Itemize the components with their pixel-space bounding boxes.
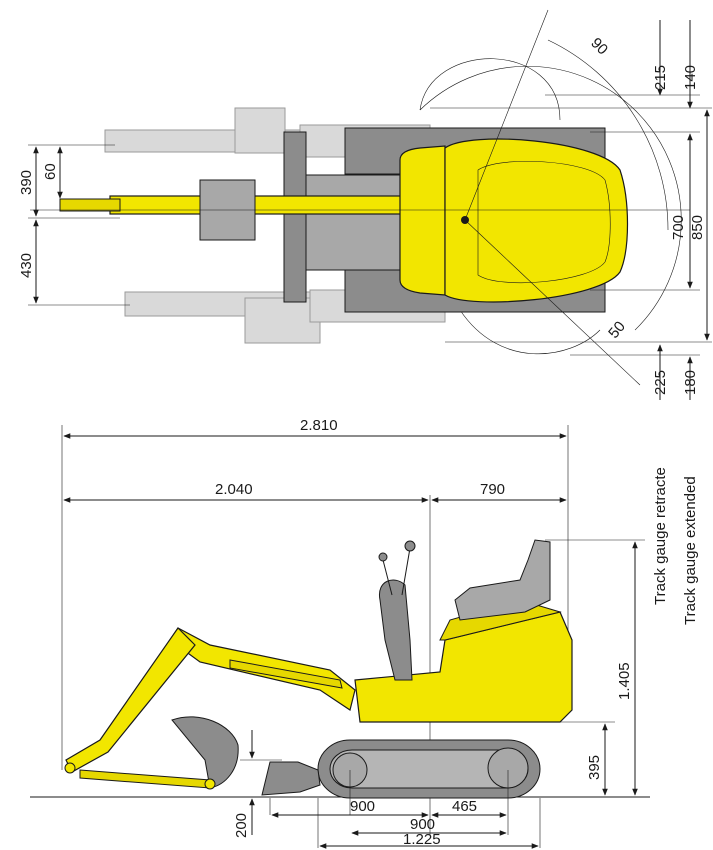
- dim-2810: 2.810: [300, 417, 338, 434]
- dim-850: 850: [689, 215, 706, 240]
- dim-215: 215: [652, 65, 669, 90]
- angle-label-50: 50: [605, 318, 629, 342]
- attachment-rod: [59, 198, 121, 212]
- bucket-side: [171, 716, 239, 789]
- dim-700: 700: [670, 215, 687, 240]
- dim-465: 465: [452, 798, 477, 815]
- dim-140: 140: [682, 65, 699, 90]
- dim-1405: 1.405: [616, 662, 633, 700]
- dim-430: 430: [18, 253, 35, 278]
- dim-200: 200: [233, 813, 250, 838]
- dim-790: 790: [480, 481, 505, 498]
- dim-60: 60: [42, 163, 59, 180]
- arm-top-view: [109, 195, 411, 215]
- right-dims-top: 215 140: [430, 20, 712, 109]
- arm-cylinder: [229, 659, 343, 689]
- swing-arc-inner: [419, 65, 682, 331]
- dim-225: 225: [652, 370, 669, 395]
- angle-label-90: 90: [587, 35, 611, 59]
- side-view: 2.810 2.040 790 1.405 395: [30, 417, 650, 849]
- dim-180: 180: [682, 370, 699, 395]
- dim-900-upper: 900: [350, 798, 375, 815]
- seat: [454, 539, 551, 621]
- right-dims-side: 700 850: [590, 109, 710, 341]
- angle-line-90: [464, 9, 549, 221]
- dim-395: 395: [586, 755, 603, 780]
- dim-2040: 2.040: [215, 481, 253, 498]
- dozer-blade-side: [261, 761, 321, 796]
- cab-swing-outline: [419, 58, 601, 355]
- arm-side: [65, 627, 196, 773]
- undercarriage-frame: [305, 174, 407, 271]
- dozer-blade: [283, 131, 307, 303]
- cab-top-view: [444, 138, 629, 303]
- top-view: 90 50 215 140 700 850 225 180: [18, 9, 712, 625]
- track-gauge-extended-label: Track gauge extended: [682, 476, 699, 625]
- dim-900-lower: 900: [410, 816, 435, 833]
- counterweight-body: [354, 611, 573, 723]
- control-tower: [379, 579, 413, 681]
- bucket-link: [79, 769, 211, 789]
- dim-390: 390: [18, 170, 35, 195]
- track-gauge-retracted-label: Track gauge retracte: [652, 467, 669, 605]
- cab-roof-inner: [477, 161, 611, 284]
- left-dims: 390 60 430: [18, 144, 130, 306]
- angle-line-50: [464, 219, 641, 386]
- upper-structure: [399, 145, 446, 296]
- dim-1225: 1.225: [403, 831, 441, 848]
- swing-arc-outer: [547, 39, 669, 231]
- right-dims-bottom: 225 180: [445, 341, 712, 400]
